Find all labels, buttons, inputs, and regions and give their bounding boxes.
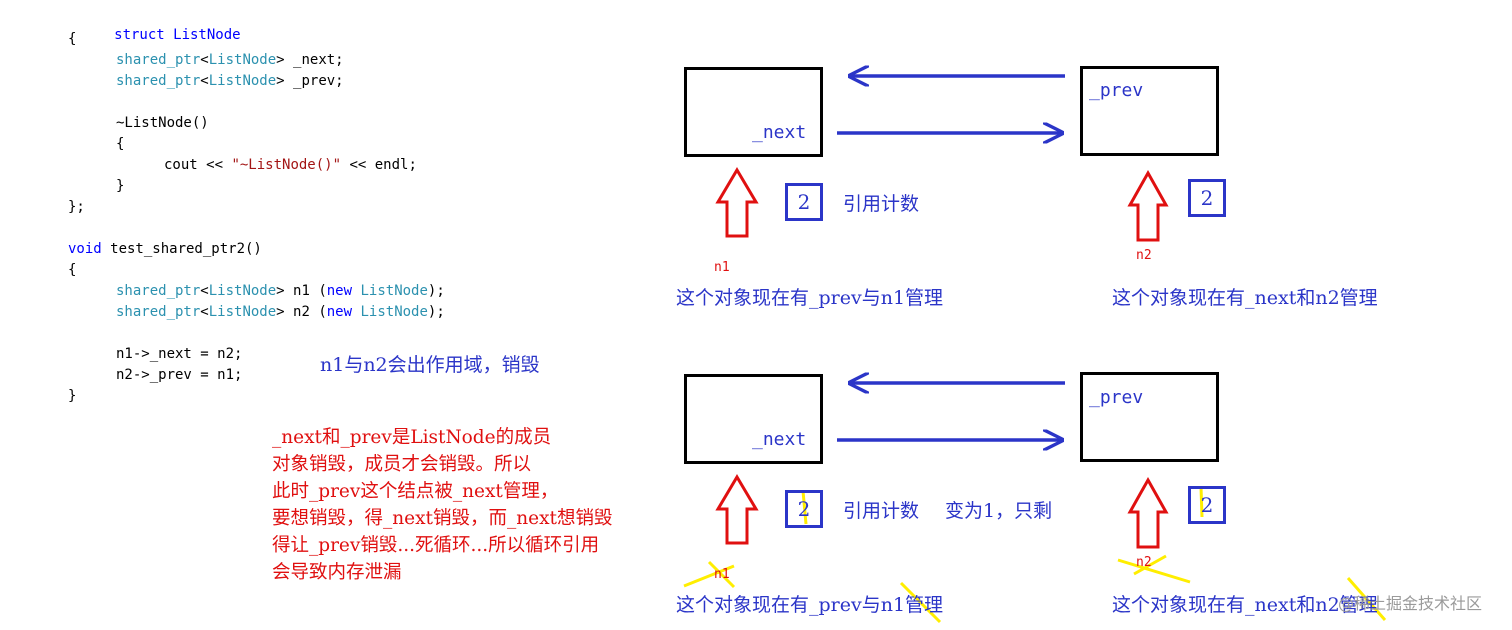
top-left-node-box (684, 67, 823, 157)
code-type: ListNode (208, 283, 277, 299)
explanation-line: 得让_prev销毁...死循环...所以循环引用 (272, 535, 600, 556)
explanation-line: 对象销毁，成员才会销毁。所以 (272, 454, 532, 475)
code-text: > _prev; (276, 73, 344, 89)
top-n2-label: n2 (1136, 248, 1152, 263)
code-line: { (68, 262, 77, 278)
code-line: shared_ptr<ListNode> n2 (new ListNode); (116, 303, 445, 321)
top-left-description: 这个对象现在有_prev与n1管理 (676, 287, 944, 309)
strike-right-count (1199, 486, 1204, 518)
top-right-red-arrow (1127, 169, 1169, 242)
code-line: void test_shared_ptr2() (68, 240, 262, 258)
strike-n1-b (707, 560, 736, 589)
strike-desc-right (1346, 577, 1387, 621)
bottom-right-node-box (1080, 372, 1219, 462)
code-type: shared_ptr (116, 283, 201, 299)
code-punct: < (200, 304, 209, 320)
code-text: test_shared_ptr2() (101, 241, 262, 257)
code-keyword: new (326, 304, 353, 320)
code-text: cout << (164, 157, 232, 173)
code-struct-decl: struct ListNode (105, 27, 241, 43)
bottom-right-refcount: 2 (1188, 486, 1226, 524)
bottom-right-description: 这个对象现在有_next和n2管理 (1112, 594, 1378, 616)
strike-desc-left (899, 581, 942, 624)
explanation-line: 会导致内存泄漏 (272, 562, 402, 583)
code-text: ); (427, 283, 445, 299)
code-line: } (68, 388, 77, 404)
bottom-left-refcount: 2 (785, 490, 823, 528)
top-right-description: 这个对象现在有_next和n2管理 (1112, 287, 1378, 309)
bottom-left-red-arrow (715, 474, 759, 545)
bottom-left-node-box (684, 374, 823, 464)
bottom-refcount-label: 引用计数 (843, 500, 920, 522)
code-punct: < (200, 52, 209, 68)
code-line: shared_ptr<ListNode> n1 (new ListNode); (116, 282, 445, 300)
top-right-field-prev: _prev (1089, 80, 1144, 101)
code-type: ListNode (208, 73, 277, 89)
strike-left-count (801, 490, 808, 525)
code-text: > _next; (276, 52, 344, 68)
code-punct: < (200, 73, 209, 89)
bottom-left-description: 这个对象现在有_prev与n1管理 (676, 594, 944, 616)
code-keyword: void (68, 241, 102, 257)
top-left-refcount: 2 (785, 183, 823, 221)
code-type: shared_ptr (116, 52, 201, 68)
code-line: ~ListNode() (116, 115, 209, 131)
code-line: shared_ptr<ListNode> _next; (116, 51, 344, 69)
bottom-left-field-next: _next (752, 429, 807, 450)
top-left-field-next: _next (752, 122, 807, 143)
code-type: shared_ptr (116, 304, 201, 320)
code-string: "~ListNode()" (231, 157, 342, 173)
watermark: @稀土掘金技术社区 (1338, 594, 1483, 613)
code-type: ListNode (208, 304, 277, 320)
code-text: > n1 ( (276, 283, 327, 299)
code-line: shared_ptr<ListNode> _prev; (116, 72, 344, 90)
code-line: { (116, 136, 125, 152)
code-line: struct ListNode (72, 8, 241, 62)
bottom-right-field-prev: _prev (1089, 387, 1144, 408)
code-text: > n2 ( (276, 304, 327, 320)
code-type: ListNode (208, 52, 277, 68)
code-line: cout << "~ListNode()" << endl; (164, 156, 417, 174)
explanation-line: _next和_prev是ListNode的成员 (272, 427, 552, 448)
top-right-refcount: 2 (1188, 179, 1226, 217)
strike-n2-a (1117, 558, 1191, 584)
code-line: n1->_next = n2; (116, 346, 243, 362)
explanation-paragraph: _next和_prev是ListNode的成员 对象销毁，成员才会销毁。所以 此… (272, 424, 732, 586)
scope-note: n1与n2会出作用域，销毁 (320, 354, 540, 376)
code-line: }; (68, 199, 85, 215)
code-line: n2->_prev = n1; (116, 367, 243, 383)
top-n1-label: n1 (714, 260, 730, 275)
explanation-line: 要想销毁，得_next销毁，而_next想销毁 (272, 508, 613, 529)
top-refcount-label: 引用计数 (843, 193, 920, 215)
bottom-n2-label: n2 (1136, 555, 1152, 570)
code-keyword: new (326, 283, 353, 299)
bottom-right-red-arrow (1127, 476, 1169, 549)
code-punct: < (200, 283, 209, 299)
bottom-n1-label: n1 (714, 567, 730, 582)
strike-n2-b (1133, 554, 1167, 576)
refcount-change-note: 变为1，只剩 (945, 500, 1053, 522)
code-type: ListNode (360, 283, 428, 299)
code-block: struct ListNode { shared_ptr<ListNode> _… (0, 0, 600, 420)
explanation-line: 此时_prev这个结点被_next管理， (272, 481, 559, 502)
code-text: ); (427, 304, 445, 320)
code-text: << endl; (341, 157, 417, 173)
code-type: ListNode (360, 304, 428, 320)
code-line: } (116, 178, 125, 194)
top-right-node-box (1080, 66, 1219, 156)
top-left-red-arrow (715, 167, 759, 238)
code-type: shared_ptr (116, 73, 201, 89)
code-line: { (68, 31, 77, 47)
strike-n1-a (683, 564, 735, 588)
